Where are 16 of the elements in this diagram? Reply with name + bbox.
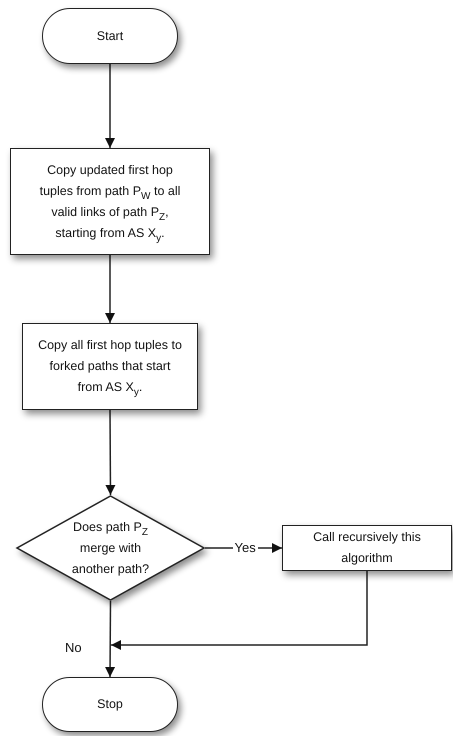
node-text: Copy all first hop tuples to forked paths that start from AS X$_{y}$. bbox=[37, 337, 183, 398]
node-text: Start bbox=[96, 28, 124, 44]
process-box bbox=[282, 525, 452, 571]
terminal-pill bbox=[42, 677, 178, 732]
arrow bbox=[105, 410, 116, 495]
node-text: Stop bbox=[97, 696, 123, 713]
node-text: Call recursively this algorithm bbox=[312, 529, 422, 567]
node-text: Does path P$_{Z}$ merge with another path? bbox=[70, 518, 150, 578]
arrow bbox=[111, 571, 368, 650]
node-text: Copy updated first hop tuples from path P$_{W}$ to all valid links of path P$_{Z}$, starting from AS X$_{y}$. bbox=[38, 162, 182, 244]
process-box bbox=[22, 323, 198, 410]
arrow bbox=[105, 601, 116, 677]
terminal-pill bbox=[42, 8, 178, 64]
arrow bbox=[105, 64, 115, 148]
arrow bbox=[105, 255, 115, 323]
process-box bbox=[10, 148, 210, 255]
